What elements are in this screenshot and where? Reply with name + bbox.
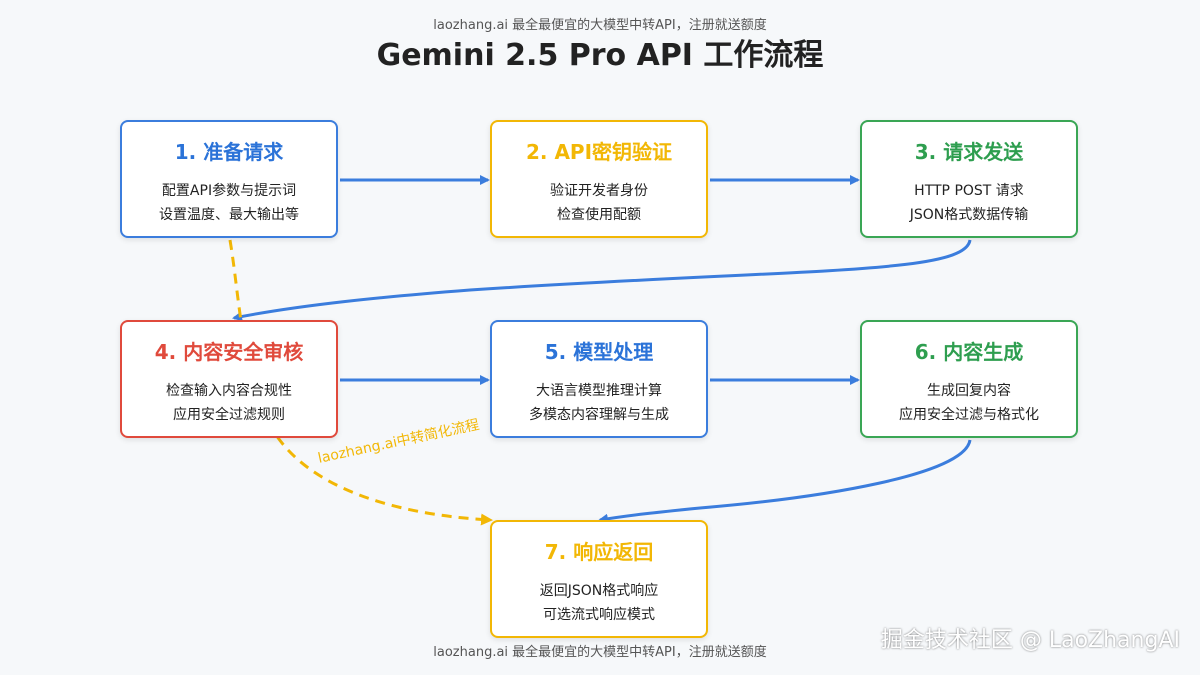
arrow-6-to-7 (598, 439, 972, 524)
step-2-line-1: 验证开发者身份 (550, 183, 648, 199)
step-7-box: 7. 响应返回 返回JSON格式响应 可选流式响应模式 (490, 520, 708, 638)
step-4-line-1: 检查输入内容合规性 (166, 383, 292, 399)
step-7-line-2: 可选流式响应模式 (543, 607, 655, 623)
step-4-box: 4. 内容安全审核 检查输入内容合规性 应用安全过滤规则 (120, 320, 338, 438)
step-6-line-2: 应用安全过滤与格式化 (899, 407, 1039, 423)
top-caption: laozhang.ai 最全最便宜的大模型中转API，注册就送额度 (433, 18, 767, 33)
step-2-title: 2. API密钥验证 (525, 140, 673, 164)
step-6-line-1: 生成回复内容 (927, 383, 1011, 399)
step-5-title: 5. 模型处理 (544, 340, 654, 364)
step-1-title: 1. 准备请求 (174, 140, 284, 164)
step-6-title: 6. 内容生成 (914, 340, 1024, 364)
arrow-3-to-4 (232, 239, 972, 322)
step-5-line-1: 大语言模型推理计算 (536, 383, 662, 399)
step-2-line-2: 检查使用配额 (557, 207, 641, 223)
step-1-line-2: 设置温度、最大输出等 (159, 207, 299, 223)
step-3-line-2: JSON格式数据传输 (909, 207, 1029, 223)
step-6-box: 6. 内容生成 生成回复内容 应用安全过滤与格式化 (860, 320, 1078, 438)
step-3-title: 3. 请求发送 (914, 140, 1024, 164)
step-1-box: 1. 准备请求 配置API参数与提示词 设置温度、最大输出等 (120, 120, 338, 238)
step-5-box: 5. 模型处理 大语言模型推理计算 多模态内容理解与生成 (490, 320, 708, 438)
step-4-title: 4. 内容安全审核 (154, 340, 304, 364)
step-3-box: 3. 请求发送 HTTP POST 请求 JSON格式数据传输 (860, 120, 1078, 238)
step-7-line-1: 返回JSON格式响应 (539, 583, 659, 599)
page-title: Gemini 2.5 Pro API 工作流程 (376, 38, 824, 73)
step-4-line-2: 应用安全过滤规则 (173, 407, 285, 423)
step-2-box: 2. API密钥验证 验证开发者身份 检查使用配额 (490, 120, 708, 238)
bottom-caption: laozhang.ai 最全最便宜的大模型中转API，注册就送额度 (433, 645, 767, 660)
step-1-line-1: 配置API参数与提示词 (161, 183, 297, 199)
watermark: 掘金技术社区 @ LaoZhangAI (880, 628, 1180, 653)
step-5-line-2: 多模态内容理解与生成 (529, 407, 669, 423)
step-7-title: 7. 响应返回 (544, 540, 654, 564)
step-3-line-1: HTTP POST 请求 (914, 183, 1024, 199)
